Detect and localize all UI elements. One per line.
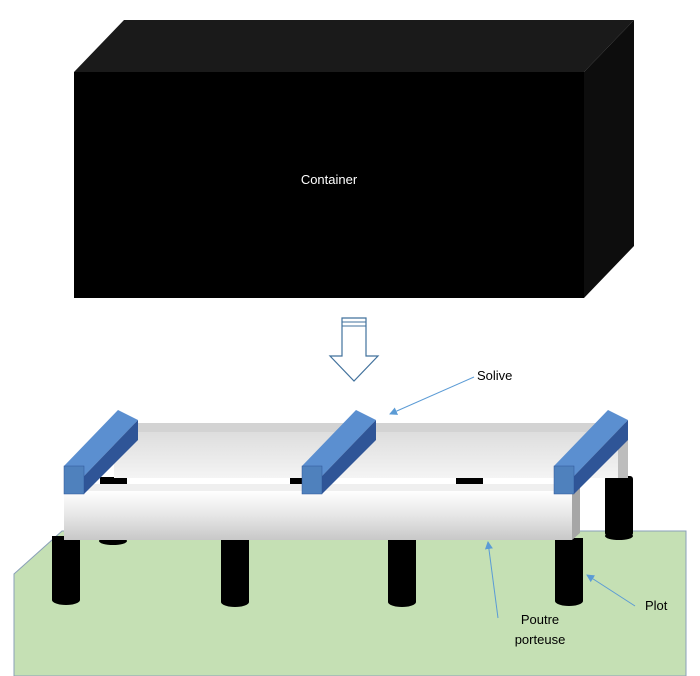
solive-callout-arrow <box>389 376 475 415</box>
container-box: Container <box>74 20 634 298</box>
front-pillars <box>52 536 583 607</box>
joist-right <box>553 410 628 495</box>
poutre-label-line1: Poutre <box>521 612 559 627</box>
joist-middle <box>301 410 376 495</box>
plot-callout-arrow <box>586 574 636 607</box>
plot-label: Plot <box>645 598 668 613</box>
poutre-label-line2: porteuse <box>515 632 566 647</box>
container-label: Container <box>301 172 358 187</box>
front-beam <box>64 484 580 540</box>
ground-plane <box>13 530 687 676</box>
back-pillars <box>99 476 633 545</box>
joist-left <box>63 410 138 495</box>
solive-label: Solive <box>477 368 512 383</box>
poutre-callout-arrow <box>484 541 499 619</box>
down-arrow-icon <box>328 317 380 382</box>
